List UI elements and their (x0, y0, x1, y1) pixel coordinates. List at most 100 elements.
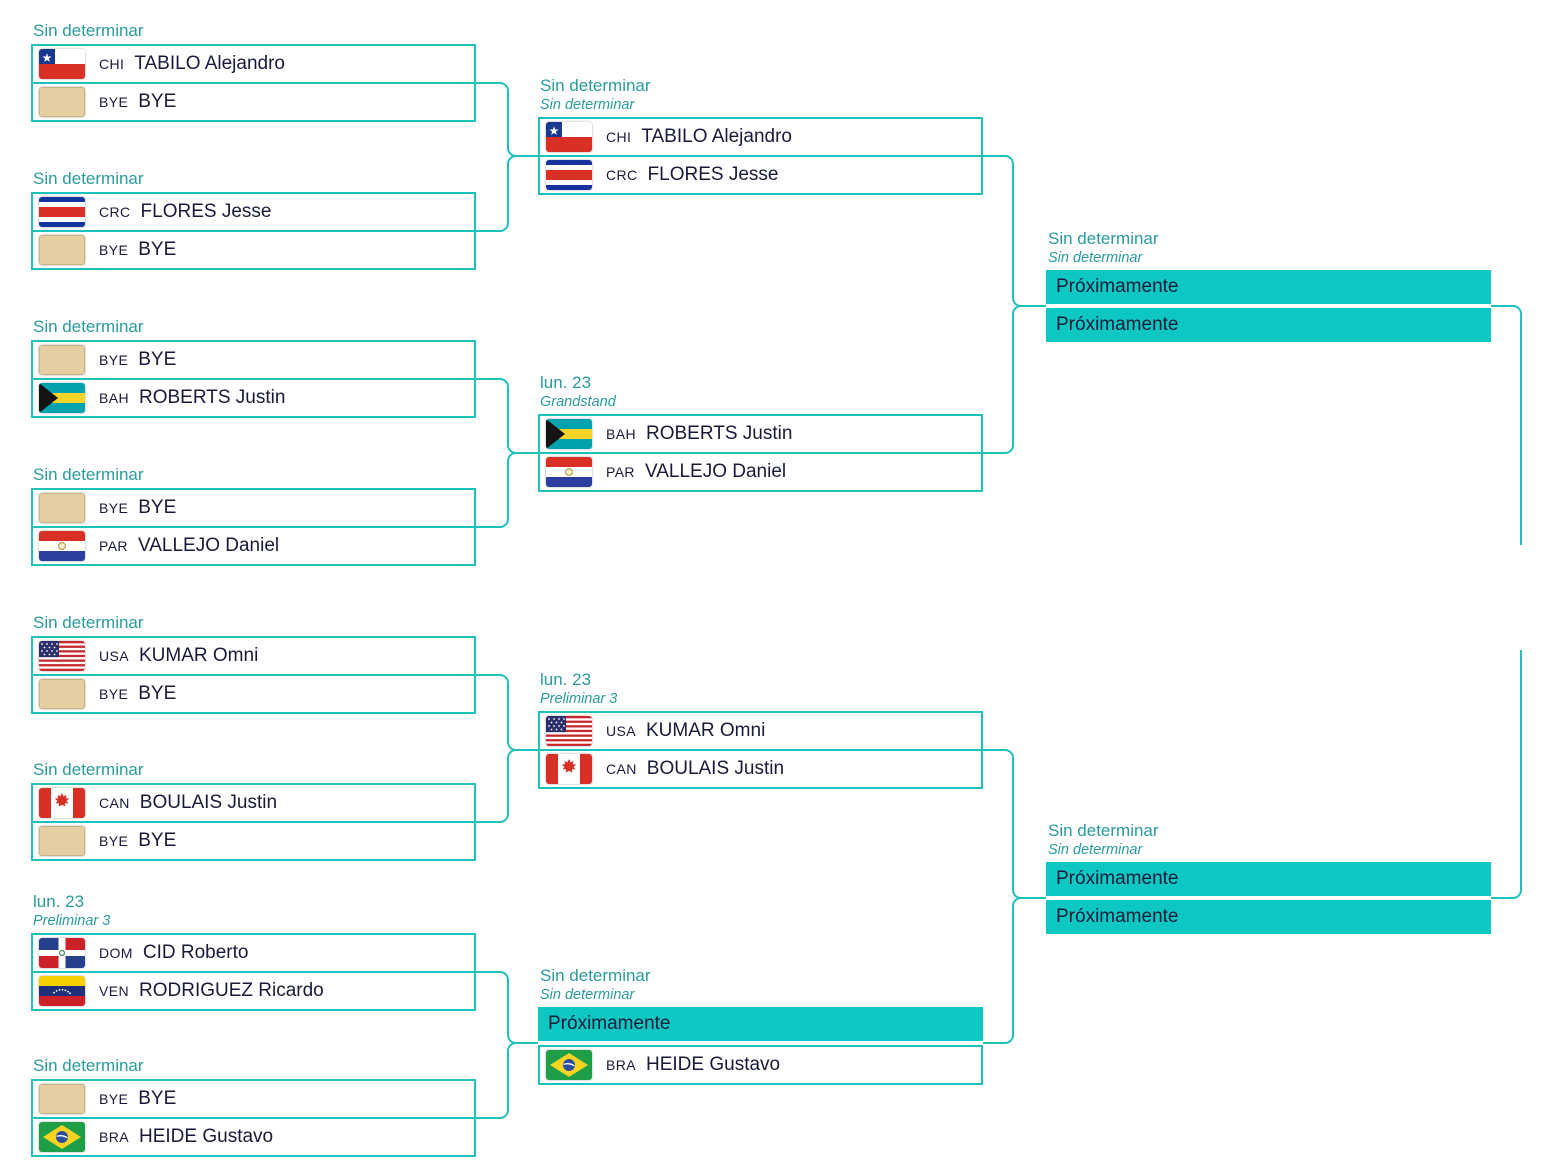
match-schedule: Sin determinar (33, 465, 144, 484)
country-code: VEN (99, 983, 129, 999)
country-code: PAR (606, 464, 635, 480)
flag-bye-icon (39, 87, 85, 117)
placeholder-label: Próximamente (548, 1013, 671, 1034)
player-row[interactable]: BYE BYE (31, 230, 476, 270)
player-name: KUMAR Omni (646, 720, 766, 741)
player-name: VALLEJO Daniel (644, 461, 787, 482)
match-venue: Sin determinar (1048, 250, 1143, 266)
player-name: KUMAR Omni (139, 645, 259, 666)
player-name: BOULAIS Justin (646, 758, 785, 779)
match-r1-3: Sin determinar BYE BYE BAH ROBERTS Justi… (31, 317, 476, 418)
player-name: BYE (138, 349, 177, 370)
match-venue: Preliminar 3 (33, 913, 111, 929)
player-row[interactable]: BYE BYE (31, 821, 476, 861)
match-r1-1: Sin determinar CHI TABILO Alejandro BYE … (31, 21, 476, 122)
match-schedule: Sin determinar (33, 613, 144, 632)
player-row[interactable]: BAH ROBERTS Justin (538, 414, 983, 454)
flag-usa-icon (39, 641, 85, 671)
player-row[interactable]: CRC FLORES Jesse (31, 192, 476, 232)
match-r1-4: Sin determinar BYE BYE PAR VALLEJO Danie… (31, 465, 476, 566)
player-row[interactable]: USA KUMAR Omni (538, 711, 983, 751)
player-name: RODRIGUEZ Ricardo (139, 980, 324, 1001)
match-venue: Preliminar 3 (540, 691, 618, 707)
player-row[interactable]: USA KUMAR Omni (31, 636, 476, 676)
player-name: CID Roberto (142, 942, 249, 963)
country-code: BAH (99, 390, 129, 406)
player-row[interactable]: DOM CID Roberto (31, 933, 476, 973)
match-r1-5: Sin determinar USA KUMAR Omni BYE BYE (31, 613, 476, 714)
placeholder-label: Próximamente (1056, 868, 1179, 889)
placeholder-label: Próximamente (1056, 276, 1179, 297)
flag-par-icon (546, 457, 592, 487)
player-name: TABILO Alejandro (641, 126, 792, 147)
match-r2-3: lun. 23 Preliminar 3 USA KUMAR Omni CAN … (538, 670, 983, 789)
flag-bra-icon (39, 1122, 85, 1152)
placeholder-row: Próximamente (1046, 270, 1491, 304)
player-name: BYE (138, 683, 177, 704)
flag-bah-icon (546, 419, 592, 449)
flag-bye-icon (39, 826, 85, 856)
country-code: PAR (99, 538, 128, 554)
flag-bye-icon (39, 235, 85, 265)
player-row[interactable]: BAH ROBERTS Justin (31, 378, 476, 418)
country-code: BYE (99, 94, 129, 110)
flag-ven-icon (39, 976, 85, 1006)
match-schedule: Sin determinar (1048, 821, 1159, 840)
match-schedule: lun. 23 (540, 373, 592, 392)
player-row[interactable]: BYE BYE (31, 488, 476, 528)
match-r2-4: Sin determinar Sin determinar Próximamen… (538, 966, 983, 1085)
flag-usa-icon (546, 716, 592, 746)
match-schedule: Sin determinar (33, 317, 144, 336)
player-row[interactable]: BRA HEIDE Gustavo (538, 1045, 983, 1085)
player-name: BOULAIS Justin (139, 792, 278, 813)
country-code: BYE (99, 242, 129, 258)
flag-bye-icon (39, 345, 85, 375)
player-name: TABILO Alejandro (134, 53, 285, 74)
player-row[interactable]: BYE BYE (31, 674, 476, 714)
player-name: HEIDE Gustavo (139, 1126, 274, 1147)
match-venue: Sin determinar (540, 987, 635, 1003)
flag-bye-icon (39, 493, 85, 523)
player-row[interactable]: CHI TABILO Alejandro (31, 44, 476, 84)
player-name: ROBERTS Justin (646, 423, 793, 444)
player-name: VALLEJO Daniel (137, 535, 280, 556)
player-name: FLORES Jesse (647, 164, 779, 185)
placeholder-row: Próximamente (538, 1007, 983, 1041)
match-schedule: Sin determinar (33, 760, 144, 779)
placeholder-label: Próximamente (1056, 906, 1179, 927)
match-schedule: Sin determinar (540, 966, 651, 985)
match-sf-1: Sin determinar Sin determinar Próximamen… (1046, 229, 1491, 346)
placeholder-row: Próximamente (1046, 900, 1491, 934)
player-row[interactable]: CRC FLORES Jesse (538, 155, 983, 195)
flag-bra-icon (546, 1050, 592, 1080)
player-name: ROBERTS Justin (139, 387, 286, 408)
player-row[interactable]: CAN BOULAIS Justin (31, 783, 476, 823)
player-name: BYE (138, 497, 177, 518)
player-row[interactable]: BYE BYE (31, 1079, 476, 1119)
country-code: BRA (99, 1129, 129, 1145)
player-row[interactable]: PAR VALLEJO Daniel (31, 526, 476, 566)
flag-chi-icon (546, 122, 592, 152)
player-name: BYE (138, 91, 177, 112)
flag-par-icon (39, 531, 85, 561)
match-r2-1: Sin determinar Sin determinar CHI TABILO… (538, 76, 983, 195)
player-row[interactable]: CHI TABILO Alejandro (538, 117, 983, 157)
placeholder-row: Próximamente (1046, 308, 1491, 342)
flag-can-icon (546, 754, 592, 784)
country-code: USA (99, 648, 129, 664)
player-name: BYE (138, 830, 177, 851)
player-row[interactable]: PAR VALLEJO Daniel (538, 452, 983, 492)
player-row[interactable]: BYE BYE (31, 82, 476, 122)
player-row[interactable]: BYE BYE (31, 340, 476, 380)
match-schedule: lun. 23 (33, 892, 85, 911)
match-schedule: Sin determinar (1048, 229, 1159, 248)
country-code: BYE (99, 1091, 129, 1107)
player-row[interactable]: BRA HEIDE Gustavo (31, 1117, 476, 1157)
match-venue: Sin determinar (540, 97, 635, 113)
country-code: CRC (99, 204, 131, 220)
player-name: BYE (138, 1088, 177, 1109)
match-schedule: Sin determinar (33, 21, 144, 40)
player-row[interactable]: CAN BOULAIS Justin (538, 749, 983, 789)
player-row[interactable]: VEN RODRIGUEZ Ricardo (31, 971, 476, 1011)
